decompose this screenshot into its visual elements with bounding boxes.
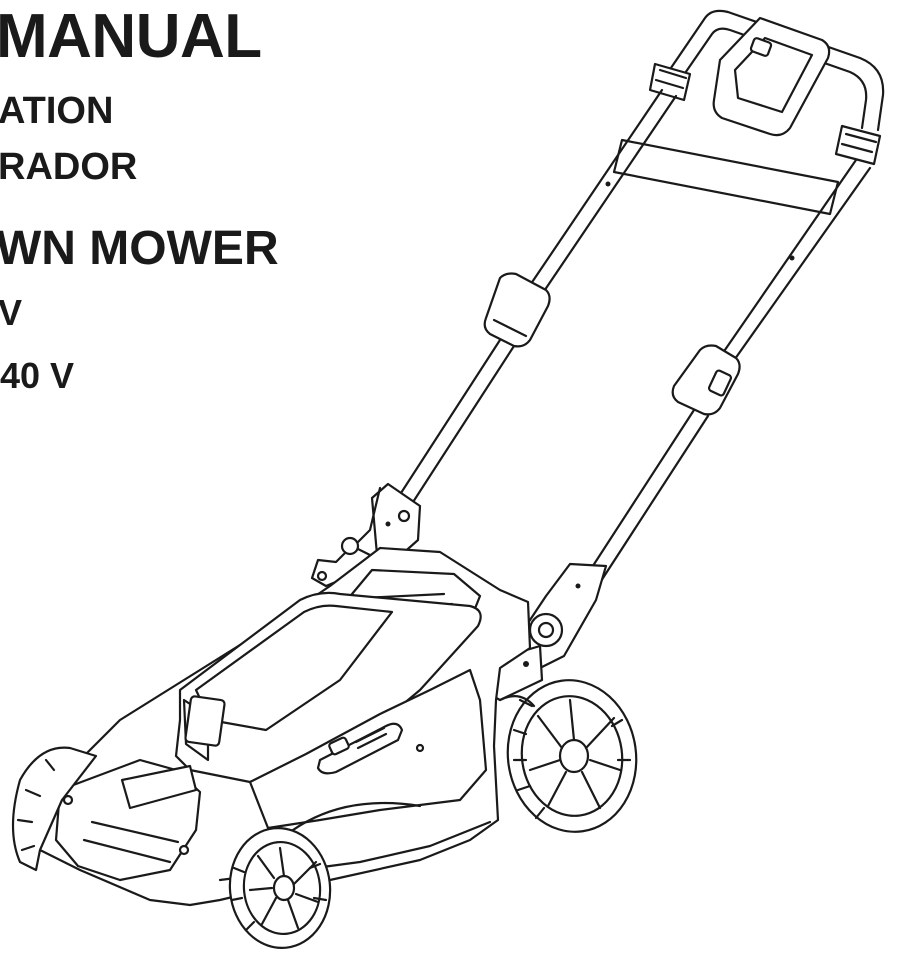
mower-deck [34,546,532,907]
rear-right-wheel [506,679,638,833]
handle-crossbar [612,138,840,216]
handle-clamp-right [671,344,741,416]
cover-title-line-1: MANUAL [0,2,262,71]
frame-rivets [385,181,795,589]
front-left-wheel [11,746,98,872]
cover-product-name: WN MOWER [0,222,279,275]
right-handle-bracket [480,562,608,702]
cover-voltage-line-1: V [0,292,23,333]
cover-title-line-3: RADOR [0,146,138,188]
handle-tubes [388,88,872,600]
handle-clamp-left [483,272,551,348]
mower-handle-grip [648,9,885,166]
cover-title-line-2: ATION [0,90,114,132]
rear-left-wheel-hidden [498,695,536,708]
cover-voltage-line-2: 40 V [0,355,75,396]
front-right-wheel [228,827,332,949]
